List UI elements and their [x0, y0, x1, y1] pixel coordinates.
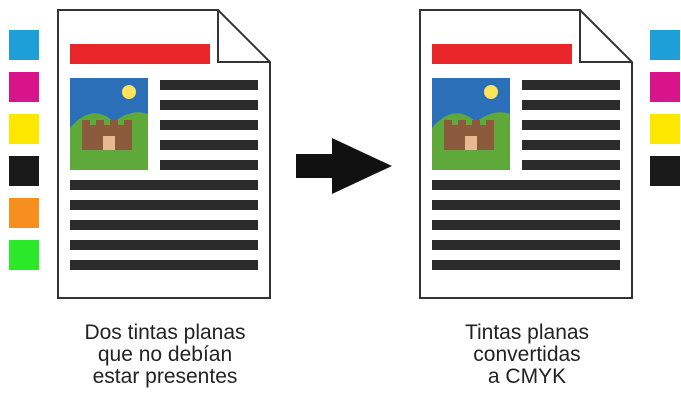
castle-door — [103, 136, 115, 150]
text-line — [160, 160, 258, 170]
castle — [444, 120, 494, 150]
text-line — [70, 220, 258, 230]
right-document-icon — [419, 9, 633, 299]
right-caption-line-2: convertidas — [473, 343, 581, 366]
page-fold — [217, 10, 270, 63]
text-line — [432, 220, 620, 230]
right-caption-line-1: Tintas planas — [464, 321, 590, 344]
text-line — [70, 180, 258, 190]
orange-swatch — [9, 198, 39, 228]
text-line — [432, 200, 620, 210]
black-swatch — [9, 156, 39, 186]
left-caption-line-2: que no debían — [97, 343, 233, 366]
sun — [484, 85, 498, 99]
text-line — [522, 140, 620, 150]
left-caption-line-3: estar presentes — [92, 365, 238, 388]
text-line — [70, 240, 258, 250]
green-swatch — [9, 240, 39, 270]
text-line — [522, 120, 620, 130]
text-line — [70, 200, 258, 210]
text-line — [432, 180, 620, 190]
yellow-swatch — [650, 114, 680, 144]
picture-icon — [432, 78, 510, 170]
header-bar — [70, 44, 210, 64]
text-line — [522, 160, 620, 170]
left-caption: Dos tintas planas que no debían estar pr… — [40, 322, 290, 388]
text-line — [432, 260, 620, 270]
text-line — [160, 120, 258, 130]
left-ink-swatches — [9, 30, 39, 270]
text-line — [432, 240, 620, 250]
left-caption-line-1: Dos tintas planas — [84, 321, 246, 344]
text-line — [522, 80, 620, 90]
right-ink-swatches — [650, 30, 680, 186]
text-line — [160, 140, 258, 150]
right-caption-line-3: a CMYK — [487, 365, 567, 388]
right-arrow-icon — [296, 138, 392, 194]
header-bar — [432, 44, 572, 64]
left-document-icon — [57, 9, 271, 299]
text-line — [522, 100, 620, 110]
text-line — [160, 100, 258, 110]
picture-icon — [70, 78, 148, 170]
castle — [82, 120, 132, 150]
magenta-swatch — [9, 72, 39, 102]
yellow-swatch — [9, 114, 39, 144]
magenta-swatch — [650, 72, 680, 102]
black-swatch — [650, 156, 680, 186]
cyan-swatch — [9, 30, 39, 60]
sun — [122, 85, 136, 99]
right-caption: Tintas planas convertidas a CMYK — [402, 322, 652, 388]
page-fold — [579, 10, 632, 63]
text-line — [70, 260, 258, 270]
cyan-swatch — [650, 30, 680, 60]
text-line — [160, 80, 258, 90]
castle-door — [465, 136, 477, 150]
arrow-shape — [296, 138, 392, 194]
